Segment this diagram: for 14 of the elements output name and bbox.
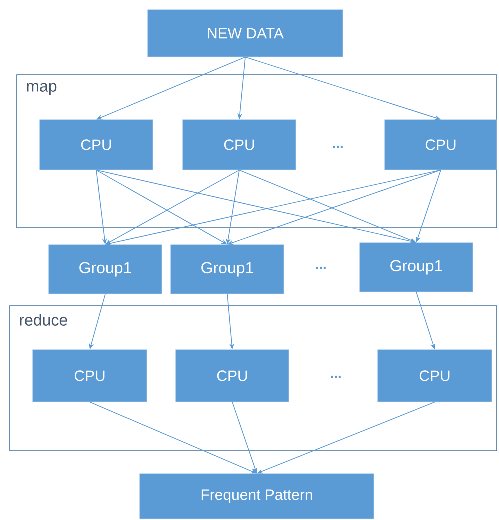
- process-box: CPU: [384, 120, 498, 170]
- process-box: Group1: [48, 244, 162, 294]
- process-box: CPU: [40, 120, 154, 170]
- process-box: Frequent Pattern: [140, 474, 374, 520]
- ellipsis: ...: [316, 266, 326, 270]
- ellipsis: ...: [331, 376, 341, 378]
- process-box: CPU: [176, 350, 290, 402]
- process-box: Group1: [360, 242, 474, 292]
- process-box: CPU: [378, 350, 492, 402]
- process-box: CPU: [182, 120, 296, 170]
- process-box: CPU: [32, 350, 148, 402]
- process-box: Group1: [170, 244, 284, 294]
- ellipsis: ...: [333, 146, 343, 148]
- process-box: NEW DATA: [148, 10, 344, 58]
